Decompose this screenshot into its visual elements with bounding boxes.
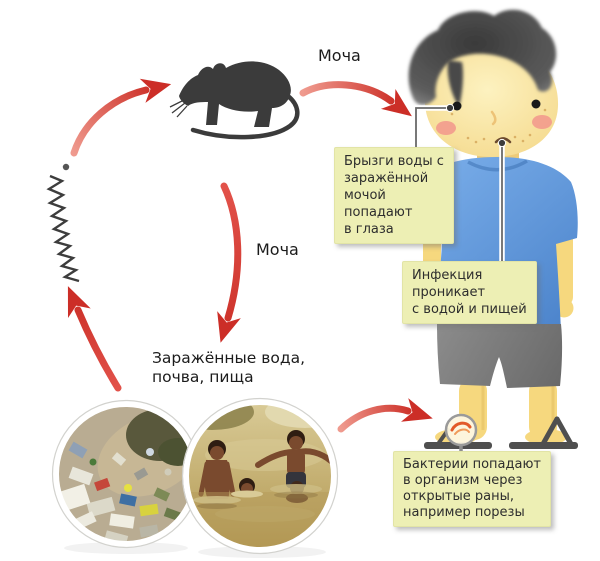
contaminated-soil-photo — [51, 399, 201, 554]
arrow-urine-down — [217, 182, 242, 343]
callout-wounds: Бактерии попадают в организм через откры… — [393, 451, 551, 527]
label-contaminated-sources: Заражённые вода, почва, пища — [152, 349, 306, 386]
arrow-rat-to-boy — [299, 81, 412, 117]
cycle-arrows — [67, 78, 433, 433]
connector-mouth-dot — [497, 138, 507, 148]
children-figures — [198, 430, 334, 503]
arrow-spirochete-to-rat — [70, 78, 172, 157]
callout-eye-splash: Брызги воды с заражённой мочой попадают … — [334, 147, 454, 244]
rat-whiskers — [169, 99, 188, 118]
arrow-water-to-foot — [337, 398, 433, 433]
connector-eye-dot — [445, 103, 455, 113]
leptospira-spirochete-icon — [46, 163, 80, 283]
label-urine-middle: Моча — [256, 240, 299, 259]
callout-connectors — [413, 103, 507, 263]
callout-water-food: Инфекция проникает с водой и пищей — [402, 261, 537, 324]
label-urine-top: Моча — [318, 46, 361, 65]
freckles — [450, 108, 547, 144]
rat-silhouette-icon — [169, 61, 300, 140]
children-bathing-photo — [181, 397, 339, 558]
arrow-photos-to-spirochete — [67, 286, 122, 392]
boy-hair — [408, 9, 557, 106]
